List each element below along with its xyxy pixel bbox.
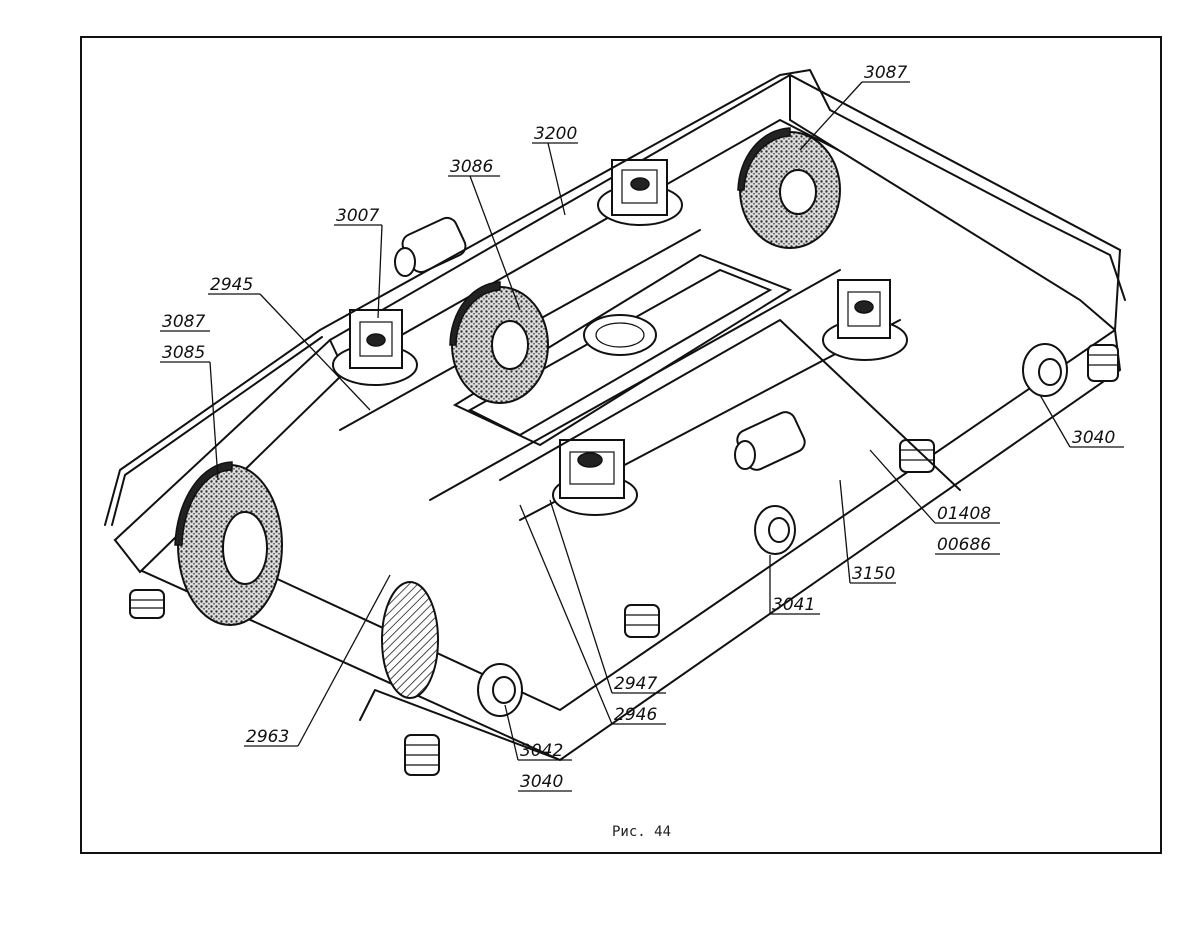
side-bearer-pads [332,159,908,516]
callout-2963: 2963 [246,727,289,747]
leader-lines [160,81,1124,792]
callout-3007: 3007 [336,206,379,226]
callout-3086: 3086 [450,157,493,177]
callout-00686: 00686 [937,535,991,555]
figure-caption: Рис. 44 [612,824,671,840]
callout-3041: 3041 [772,595,815,615]
callout-labels: 3087 3200 3086 3007 2945 3087 3085 3040 … [162,63,1115,792]
piping [104,69,1126,761]
callout-3040-right: 3040 [1072,428,1115,448]
callout-3087-left: 3087 [162,312,205,332]
callout-01408: 01408 [937,504,991,524]
wheelset-right [737,127,841,249]
callout-2945: 2945 [210,275,253,295]
figure-frame [80,36,1162,854]
callout-2946: 2946 [614,705,657,725]
callout-3085: 3085 [162,343,205,363]
wheelset-center [449,281,549,404]
callout-3042: 3042 [520,741,563,761]
axle-boxes [477,343,1068,717]
callout-3040-bottom: 3040 [520,772,563,792]
bogie-frame [113,73,1122,762]
callout-3200: 3200 [534,124,577,144]
callout-3150: 3150 [852,564,895,584]
callout-3087-top: 3087 [864,63,907,83]
callout-2947: 2947 [614,674,657,694]
wheelset-front [381,581,439,699]
wheelset-left [174,461,283,626]
